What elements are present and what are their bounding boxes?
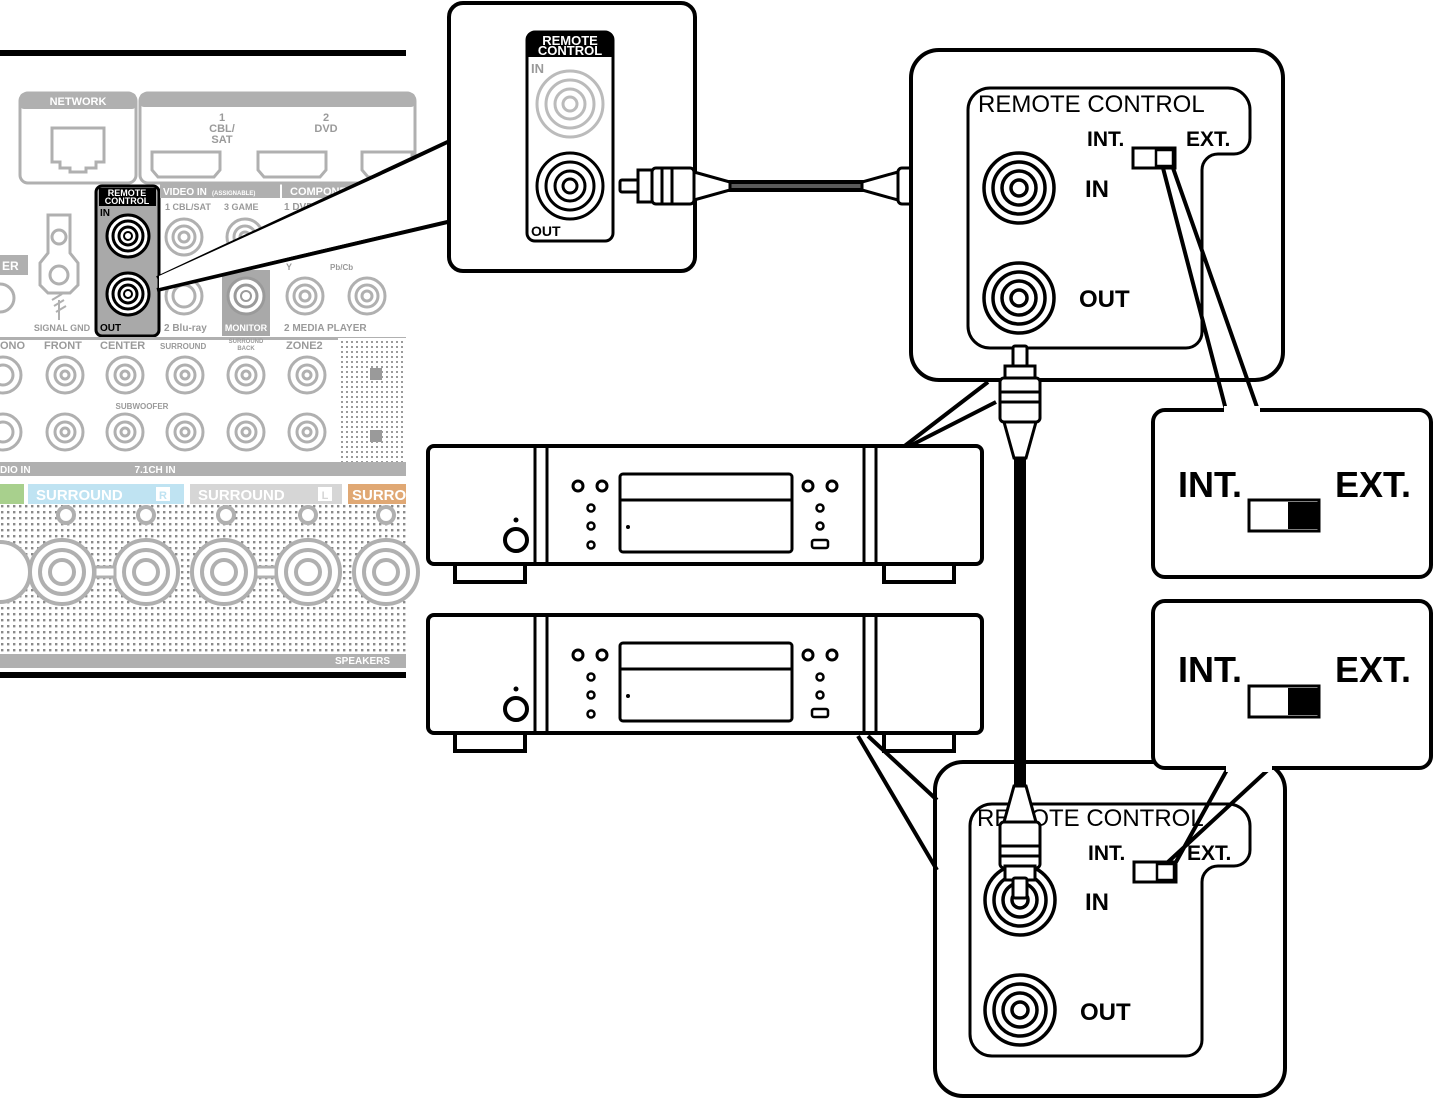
dio-in-label: DIO IN [0,465,31,476]
center-label: CENTER [100,340,145,352]
ch-in-label: 7.1CH IN [134,465,175,476]
callout-1-int-label: INT. [1178,464,1242,505]
receiver-remote-zoom-box: REMOTE CONTROL IN OUT [447,1,697,273]
device-2-out-label: OUT [1080,999,1131,1026]
input-2-name: DVD [314,123,337,135]
callout-1-switch-ext-icon [1247,498,1321,533]
receiver-remote-out-label: OUT [100,323,121,334]
receiver-remote-out-jack [105,271,151,317]
device-1-int-label: INT. [1087,128,1124,151]
device-2-pointer [856,734,939,872]
input-1-number: 1 [219,112,225,124]
ethernet-port [50,126,106,174]
signal-gnd-terminal [38,213,80,295]
input-2-number: 2 [323,112,329,124]
surround-l-label: SURROUND [198,487,285,504]
surround-3-label: SURRO [352,487,407,504]
network-label: NETWORK [50,96,107,108]
device-2-int-ext-switch [1132,860,1178,884]
zoom-out-jack [535,151,605,221]
speaker-terminals [0,505,420,606]
signal-gnd-label: SIGNAL GND [34,323,91,333]
device-2-out-jack [983,973,1057,1047]
zone2-label: ZONE2 [286,340,323,352]
game-label: 3 GAME [224,202,259,212]
device-1-out-label: OUT [1079,286,1130,313]
receiver-rear-panel: NETWORK 1 CBL/ SAT 2 DVD ER SIGNAL GND R… [0,50,420,678]
y-label: Y [286,262,292,272]
callout-2-int-label: INT. [1178,649,1242,690]
cd-player-1 [426,444,984,584]
front-label: FRONT [44,340,82,352]
callout-2-ext-label: EXT. [1335,649,1411,690]
surround-label: SURROUND [160,342,206,351]
zoom-remote-title: REMOTE [542,33,598,48]
surround-r-badge: R [159,490,167,502]
device-2-int-label: INT. [1088,842,1125,865]
zoom-in-label: IN [531,61,544,76]
receiver-remote-in-jack [105,213,151,259]
monitor-label: MONITOR [225,323,268,333]
device-1-int-ext-switch [1131,146,1177,170]
input-1-name: CBL/ [209,123,235,135]
video-in-label: VIDEO IN [163,187,207,198]
surround-r-label: SURROUND [36,487,123,504]
device-2-remote-panel: REMOTE CONTROL INT. EXT. IN OUT [933,760,1287,1098]
device-2-in-label: IN [1085,889,1109,916]
surround-l-badge: L [322,490,329,502]
hdmi-port-2 [256,150,328,179]
receiver-remote-title: REMOTE [108,188,147,198]
dvd-label: 1 DVD [284,202,313,213]
pb-label: Pb/Cb [330,263,353,272]
speakers-label: SPEAKERS [335,656,390,667]
analog-jacks [0,355,327,452]
receiver-remote-title-b: CONTROL [105,196,150,206]
zoom-out-label: OUT [531,223,561,239]
device-1-in-jack [982,151,1056,225]
left-edge-label: ER [2,259,19,273]
callout-1-ext-label: EXT. [1335,464,1411,505]
video-in-note: (ASSIGNABLE) [212,191,255,197]
input-1-name-b: SAT [211,134,232,146]
callout-2-switch-ext-icon [1247,684,1321,719]
receiver-remote-in-label: IN [100,208,110,219]
subwoofer-label: SUBWOOFER [116,402,169,411]
device-2-ext-label: EXT. [1187,842,1231,865]
switch-callout-1: INT. EXT. [1151,167,1433,579]
hdmi-port-1 [150,150,222,179]
ono-label: ONO [0,340,26,352]
surround-back-label: SURROUND [229,339,264,345]
device-1-out-jack [982,261,1056,335]
cd-player-2 [426,613,984,753]
device-1-remote-panel: REMOTE CONTROL INT. EXT. IN OUT [909,48,1285,382]
cbl-sat-label: 1 CBL/SAT [165,202,211,212]
switch-callout-2: INT. EXT. [1151,599,1433,864]
surround-back-label-b: BACK [237,346,255,352]
device-1-remote-title: REMOTE CONTROL [978,91,1205,118]
media-player-label: 2 MEDIA PLAYER [284,323,367,334]
device-1-in-label: IN [1085,176,1109,203]
remote-cable-2 [998,344,1042,900]
zoom-in-jack [535,69,605,139]
bluray-label: 2 Blu-ray [164,323,207,334]
device-1-ext-label: EXT. [1186,128,1230,151]
zoom-remote-title-b: CONTROL [538,43,602,58]
